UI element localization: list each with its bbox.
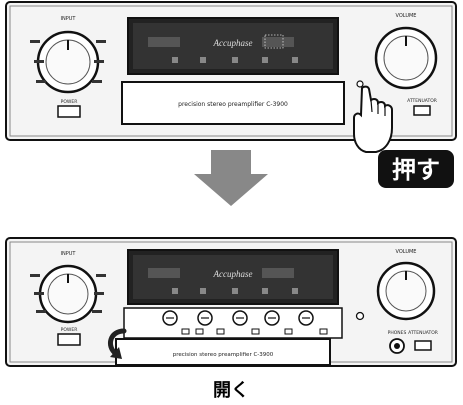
amplifier-bottom: INPUT POWER Accuphase <box>5 237 457 367</box>
right-meter <box>262 37 294 47</box>
brand-logo: Accuphase <box>213 38 253 48</box>
down-arrow-icon <box>194 150 268 206</box>
input-dial-ticks <box>30 40 106 83</box>
press-badge <box>378 150 454 188</box>
mode-knob[interactable] <box>264 310 280 326</box>
attenuator-button[interactable] <box>413 105 431 116</box>
brand-logo-bottom: Accuphase <box>213 269 253 279</box>
attenuator-label: ATTENUATOR <box>407 98 437 104</box>
input-label: INPUT <box>61 16 77 22</box>
sub-panel-knobs <box>162 310 328 335</box>
bass-knob[interactable] <box>197 310 213 326</box>
control-door-open[interactable] <box>115 338 331 366</box>
left-meter <box>148 37 180 47</box>
volume-label-bottom: VOLUME <box>396 249 417 255</box>
display-window: Accuphase <box>127 17 339 75</box>
door-open-button[interactable] <box>356 80 364 88</box>
door-open-button-bottom[interactable] <box>355 311 365 321</box>
model-plate: precision stereo preamplifier C-3900 <box>178 101 288 108</box>
attenuator-button-bottom[interactable] <box>414 340 432 351</box>
open-caption: 開く <box>213 380 249 401</box>
input-dial-ticks-bottom <box>30 274 106 313</box>
sub-panel-switches[interactable] <box>181 328 328 335</box>
amplifier-top: INPUT POWER Accuphase precision stereo p… <box>5 1 457 153</box>
phones-label: PHONES <box>388 330 407 336</box>
volume-knob[interactable] <box>374 26 438 90</box>
power-label: POWER <box>61 99 78 105</box>
open-rotation-arrow-icon <box>107 328 127 359</box>
balance-knob[interactable] <box>162 310 178 326</box>
output-knob[interactable] <box>298 310 314 326</box>
power-label-bottom: POWER <box>61 327 78 333</box>
treble-knob[interactable] <box>232 310 248 326</box>
phones-jack[interactable] <box>389 338 405 354</box>
input-label-bottom: INPUT <box>61 251 77 257</box>
input-selector-knob-bottom[interactable] <box>38 264 98 324</box>
power-button-bottom[interactable] <box>57 333 81 346</box>
model-plate-bottom: precision stereo preamplifier C-3900 <box>173 352 274 358</box>
power-button[interactable] <box>57 105 81 118</box>
volume-knob-bottom[interactable] <box>376 261 436 321</box>
input-selector-knob[interactable] <box>36 30 100 94</box>
press-label: 押す <box>392 156 440 184</box>
volume-label: VOLUME <box>396 13 417 19</box>
display-window-bottom: Accuphase <box>127 249 339 305</box>
press-callout: 押す <box>378 150 454 188</box>
control-door-closed[interactable] <box>121 81 345 125</box>
attenuator-label-bottom: ATTENUATOR <box>408 330 438 336</box>
pointing-hand-icon <box>353 85 393 153</box>
